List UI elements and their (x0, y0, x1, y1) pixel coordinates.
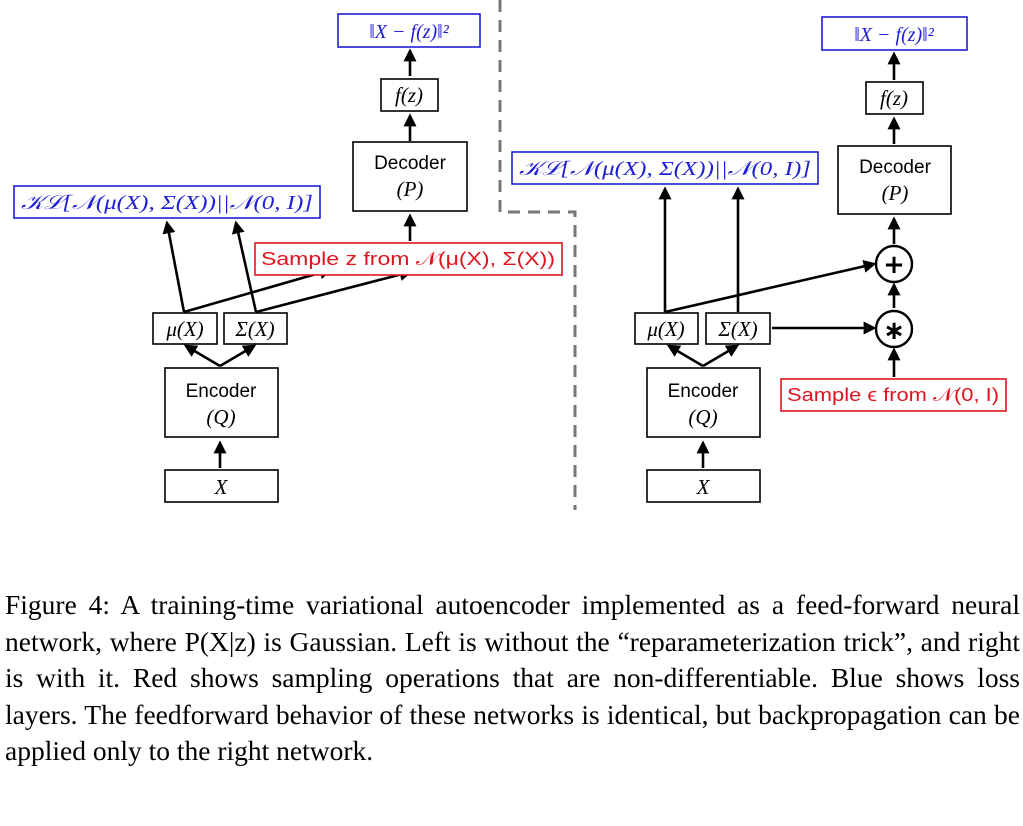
right-input-box: X (646, 469, 761, 503)
right-decoder-title: Decoder (859, 157, 931, 178)
right-sample-box: Sample ϵ from 𝒩(0, I) (780, 378, 1007, 412)
arrow-encoder-to-sigma (219, 344, 257, 368)
left-recon-loss-box: ‖X − f(z)‖² (337, 13, 481, 48)
left-sigma-label: Σ(X) (234, 317, 274, 341)
left-encoder-title: Encoder (186, 381, 257, 402)
left-decoder-sub: (P) (397, 177, 424, 201)
left-fz-box: f(z) (380, 78, 439, 112)
left-mu-label: μ(X) (165, 317, 203, 341)
left-kl-loss-box: 𝒦ℒ[𝒩(μ(X), Σ(X))||𝒩(0, I)] (13, 185, 321, 219)
right-sample-label: Sample ϵ from 𝒩(0, I) (787, 385, 999, 405)
right-encoder-title: Encoder (668, 381, 739, 402)
plus-icon: + (883, 250, 905, 280)
times-node: ∗ (874, 309, 914, 349)
left-fz-label: f(z) (395, 83, 423, 107)
left-encoder-box: Encoder (Q) (164, 367, 279, 438)
plus-node: + (874, 244, 914, 284)
left-sample-box: Sample z from 𝒩(μ(X), Σ(X)) (254, 242, 563, 276)
left-encoder-sub: (Q) (206, 405, 235, 429)
left-kl-loss-label: 𝒦ℒ[𝒩(μ(X), Σ(X))||𝒩(0, I)] (21, 192, 313, 214)
arrow-mu-to-sample (183, 266, 333, 314)
right-fz-label: f(z) (880, 86, 908, 110)
right-recon-loss-label: ‖X − f(z)‖² (854, 24, 935, 46)
panel-divider (498, 0, 577, 510)
right-input-label: X (696, 475, 711, 499)
left-sigma-box: Σ(X) (223, 312, 288, 345)
left-input-box: X (164, 469, 279, 503)
right-mu-box: μ(X) (634, 312, 699, 345)
right-mu-label: μ(X) (646, 317, 684, 341)
asterisk-icon: ∗ (883, 316, 905, 346)
left-mu-box: μ(X) (152, 312, 218, 345)
arrow-encoder-to-mu-right (666, 344, 704, 368)
right-sigma-label: Σ(X) (717, 317, 757, 341)
arrow-encoder-to-sigma-right (702, 344, 740, 368)
left-sample-label: Sample z from 𝒩(μ(X), Σ(X)) (261, 249, 555, 269)
right-fz-box: f(z) (865, 81, 924, 115)
right-sigma-box: Σ(X) (705, 312, 771, 345)
left-decoder-box: Decoder (P) (352, 141, 468, 212)
left-recon-loss-label: ‖X − f(z)‖² (369, 21, 450, 43)
arrow-encoder-to-mu (183, 344, 221, 368)
figure-caption: Figure 4: A training-time variational au… (5, 589, 1020, 766)
right-decoder-box: Decoder (P) (837, 145, 952, 215)
arrow-sigma-to-sample (255, 268, 413, 314)
vae-diagram: ‖X − f(z)‖² f(z) Decoder (P) 𝒦ℒ[𝒩(μ(X), … (13, 0, 1007, 510)
arrow-mu-to-plus (664, 259, 877, 314)
left-network: ‖X − f(z)‖² f(z) Decoder (P) 𝒦ℒ[𝒩(μ(X), … (13, 13, 563, 503)
right-network: ‖X − f(z)‖² f(z) Decoder (P) 𝒦ℒ[𝒩(μ(X), … (511, 16, 1007, 503)
right-decoder-sub: (P) (882, 181, 909, 205)
arrow-sigma-to-kl (231, 220, 258, 313)
right-encoder-box: Encoder (Q) (646, 367, 761, 438)
right-recon-loss-box: ‖X − f(z)‖² (821, 16, 968, 51)
left-input-label: X (214, 475, 229, 499)
right-kl-loss-box: 𝒦ℒ[𝒩(μ(X), Σ(X))||𝒩(0, I)] (511, 151, 819, 185)
right-kl-loss-label: 𝒦ℒ[𝒩(μ(X), Σ(X))||𝒩(0, I)] (519, 158, 811, 180)
left-decoder-title: Decoder (374, 153, 446, 174)
arrow-mu-to-kl (162, 220, 186, 313)
right-encoder-sub: (Q) (688, 405, 717, 429)
